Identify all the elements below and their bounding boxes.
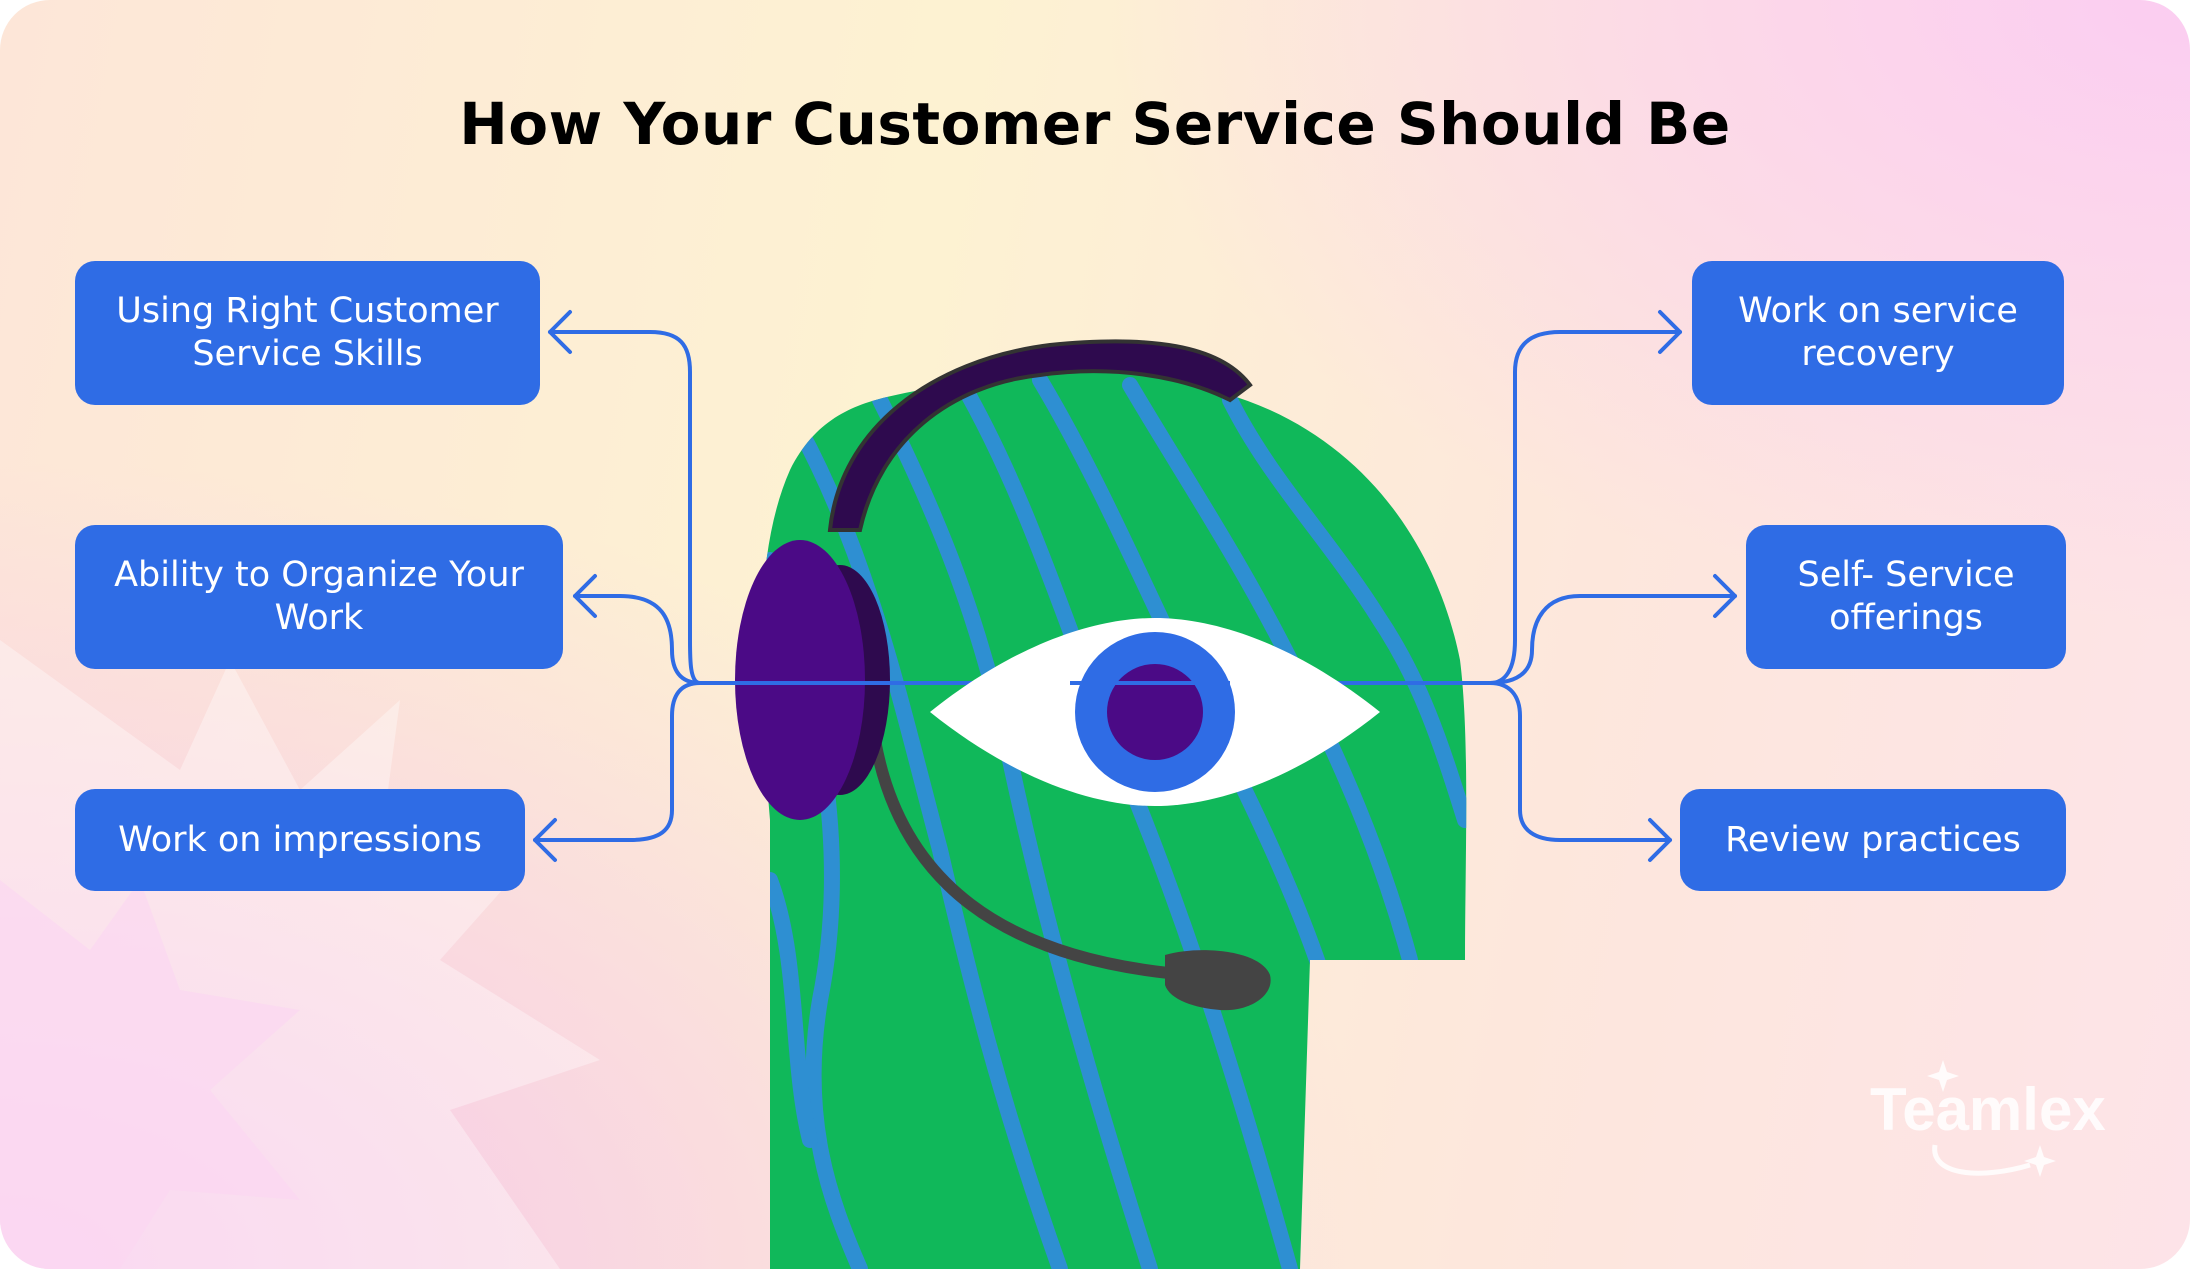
box-label: Work on impressions	[118, 819, 482, 860]
box-right-review: Review practices	[1680, 789, 2066, 891]
box-right-self-service: Self- Service offerings	[1746, 525, 2066, 669]
box-label: Work on service recovery	[1738, 291, 2018, 374]
box-left-impressions: Work on impressions	[75, 789, 525, 891]
arrow-icon	[1648, 818, 1672, 862]
starburst-decoration	[0, 880, 300, 1269]
box-left-organize: Ability to Organize Your Work	[75, 525, 563, 669]
page-title: How Your Customer Service Should Be	[459, 90, 1731, 158]
box-label: Ability to Organize Your Work	[114, 555, 524, 638]
microphone	[1165, 950, 1271, 1011]
headset-band	[827, 339, 1253, 532]
arrow-icon	[533, 818, 557, 862]
box-label: Self- Service offerings	[1797, 555, 2015, 638]
arrow-icon	[573, 574, 597, 618]
box-right-recovery: Work on service recovery	[1692, 261, 2064, 405]
box-label: Using Right Customer Service Skills	[116, 291, 499, 374]
headset-earcup	[735, 540, 865, 820]
arrow-icon	[1713, 574, 1737, 618]
box-left-skills: Using Right Customer Service Skills	[75, 261, 540, 405]
head-silhouette	[761, 370, 1467, 1269]
arrow-icon	[1658, 310, 1682, 354]
arrow-icon	[548, 310, 572, 354]
brand-logo: Teamlex	[1870, 1076, 2106, 1143]
box-label: Review practices	[1725, 819, 2021, 860]
